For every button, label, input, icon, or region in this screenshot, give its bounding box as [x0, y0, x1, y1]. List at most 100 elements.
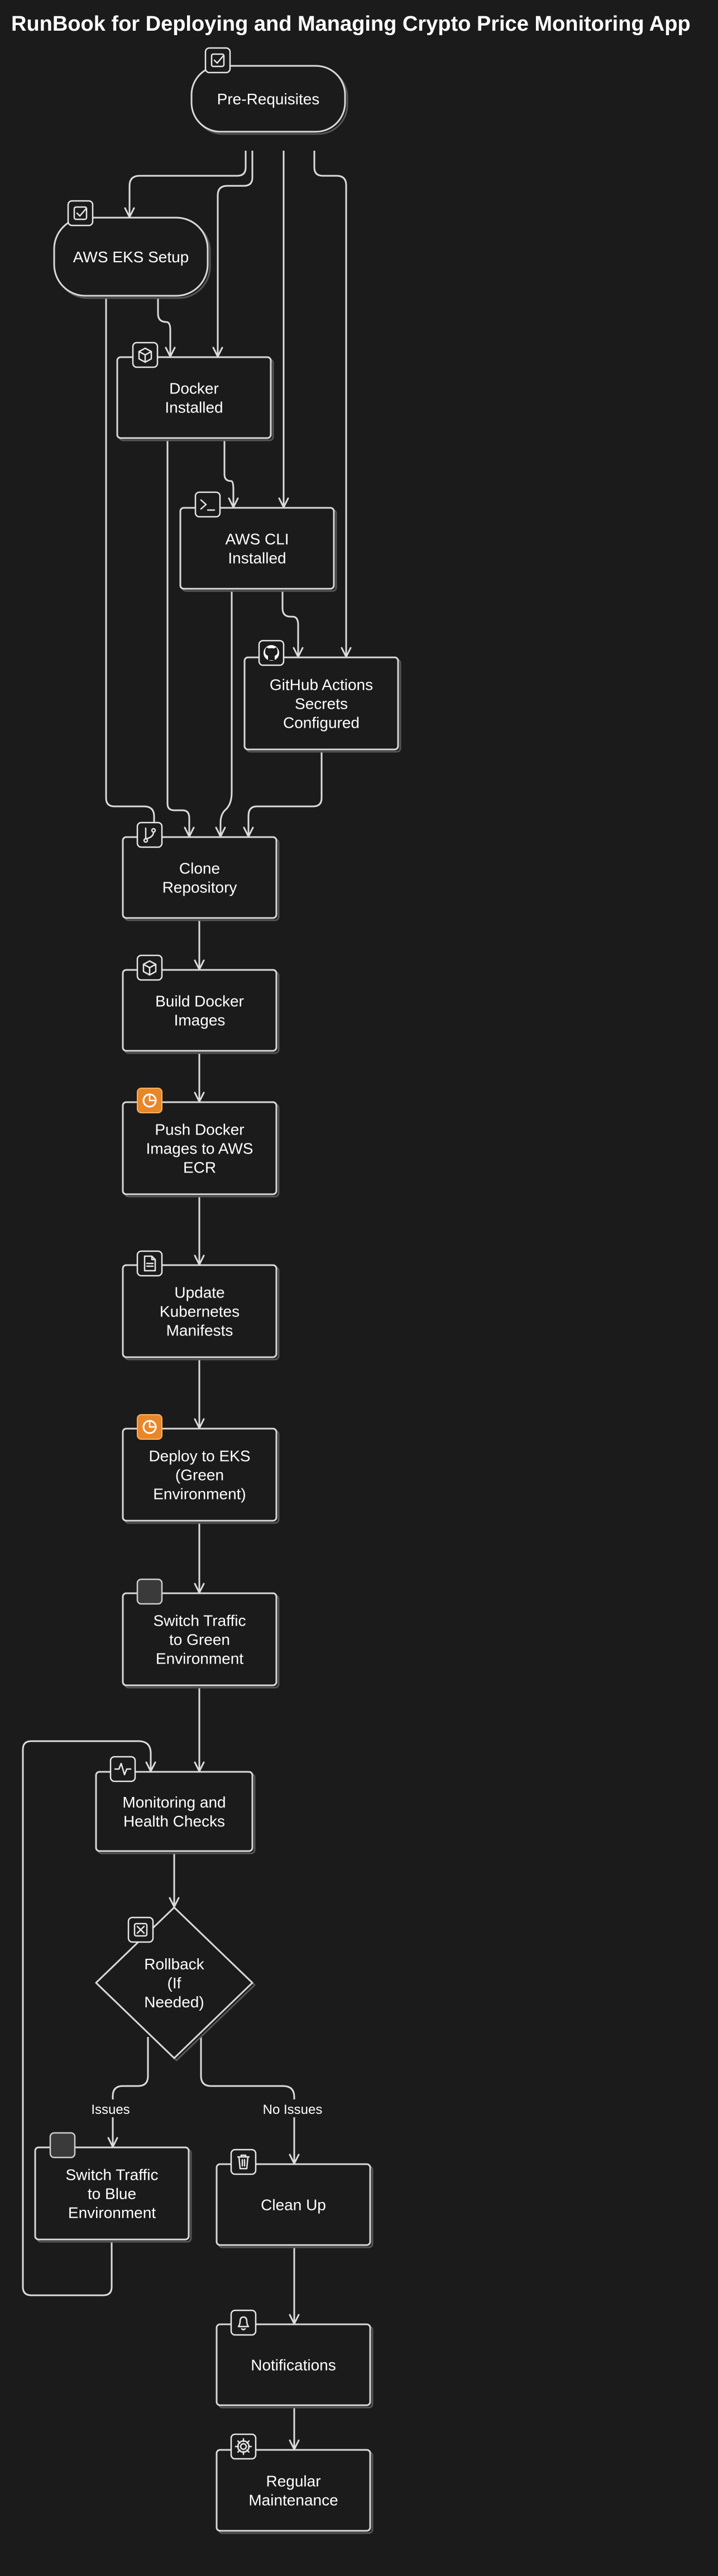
node-label-line: Monitoring and: [122, 1794, 226, 1811]
edge-label-no-issues: No Issues: [263, 2102, 323, 2117]
node-label-line: Health Checks: [123, 1813, 225, 1830]
node-label-line: Installed: [165, 399, 223, 416]
node-label-line: Clone: [179, 860, 220, 877]
node-shape: [122, 1428, 277, 1522]
square-icon: [136, 1578, 163, 1605]
node-label-line: Notifications: [251, 2357, 336, 2374]
node-shape: [216, 2449, 371, 2532]
node-aws-cli: AWS CLI Installed: [179, 491, 337, 592]
bell-icon: [230, 2309, 257, 2336]
edge-eks-clone: [105, 299, 160, 838]
node-label-line: Update: [174, 1284, 224, 1301]
node-label-line: to Green: [169, 1631, 230, 1649]
node-label-line: Switch Traffic: [154, 1612, 246, 1630]
node-label-line: Deploy to EKS: [149, 1448, 250, 1465]
node-shape: [243, 656, 399, 751]
square-icon: [49, 2132, 76, 2159]
checkbox-icon: [204, 47, 231, 74]
edge-switch-blue-monitor: [22, 1740, 156, 2296]
node-label-line: Environment: [68, 2204, 156, 2222]
node-label-line: ECR: [183, 1159, 216, 1176]
github-icon: [258, 640, 285, 666]
node-label-line: Environment): [153, 1486, 246, 1503]
edge-awscli-clone: [215, 592, 233, 838]
node-label-line: Switch Traffic: [66, 2166, 159, 2184]
node-label-line: Regular: [266, 2473, 320, 2490]
node-cleanup: Clean Up: [216, 2149, 374, 2248]
checkbox-icon: [67, 200, 94, 227]
node-shape: [34, 2146, 190, 2241]
node-shape: [95, 1771, 253, 1852]
node-eks-setup: AWS EKS Setup: [53, 200, 211, 299]
node-label-line: Push Docker: [155, 1121, 244, 1138]
git-branch-icon: [136, 821, 163, 848]
node-label-line: Configured: [283, 714, 360, 732]
aws-ecr-icon: [137, 1088, 162, 1113]
node-label-line: Environment: [156, 1650, 243, 1667]
node-shape: [122, 836, 277, 919]
edge-rollback-cleanup: [200, 2037, 300, 2165]
node-shape: [95, 1906, 253, 2059]
node-label-line: Clean Up: [261, 2197, 326, 2214]
node-shape: [179, 507, 335, 590]
node-label-line: Repository: [162, 879, 237, 896]
node-shape: [216, 2323, 371, 2406]
activity-icon: [109, 1756, 136, 1782]
node-shape: [116, 356, 272, 439]
edge-rollback-switch-blue: [107, 2037, 149, 2148]
cube-icon: [136, 954, 163, 981]
edges-layer: Issues No Issues: [22, 151, 352, 2450]
edge-prereq-eks: [124, 151, 247, 218]
node-label-line: Manifests: [166, 1322, 233, 1339]
cube-icon: [132, 342, 159, 368]
node-label-line: Kubernetes: [160, 1303, 240, 1320]
node-shape: [53, 217, 209, 297]
node-label-line: Secrets: [295, 695, 348, 713]
node-notify: Notifications: [216, 2309, 374, 2409]
node-prereq: Pre-Requisites: [190, 47, 348, 135]
edge-github-clone: [243, 752, 323, 838]
edge-docker-awscli: [223, 441, 239, 508]
x-box-icon: [127, 1916, 154, 1943]
terminal-icon: [194, 491, 221, 518]
node-label-line: Rollback: [144, 1955, 204, 1973]
node-label-line: Maintenance: [248, 2492, 338, 2509]
node-label-line: (If: [167, 1974, 181, 1992]
node-shape: [122, 1592, 277, 1686]
document-icon: [136, 1250, 163, 1277]
node-label-line: Images to AWS: [146, 1140, 253, 1157]
node-label-line: AWS CLI: [225, 531, 289, 548]
node-label-line: Images: [174, 1012, 226, 1029]
node-shape: [216, 2163, 371, 2246]
node-label-line: Installed: [228, 550, 286, 567]
node-label-line: to Blue: [88, 2185, 136, 2203]
node-label-line: Needed): [144, 1993, 204, 2011]
gear-icon: [230, 2433, 257, 2460]
node-label-line: Pre-Requisites: [217, 90, 320, 108]
edge-prereq-docker: [212, 151, 253, 358]
edge-awscli-github: [281, 592, 304, 658]
node-label-line: GitHub Actions: [270, 676, 373, 694]
diagram-title: RunBook for Deploying and Managing Crypt…: [11, 12, 691, 36]
edge-docker-clone: [166, 441, 195, 838]
node-label-line: Docker: [169, 380, 219, 397]
aws-eks-icon: [137, 1414, 162, 1440]
edge-eks-docker: [157, 299, 176, 358]
node-label-line: Build Docker: [155, 993, 244, 1010]
node-shape: [122, 1264, 277, 1358]
edge-label-issues: Issues: [91, 2102, 130, 2117]
